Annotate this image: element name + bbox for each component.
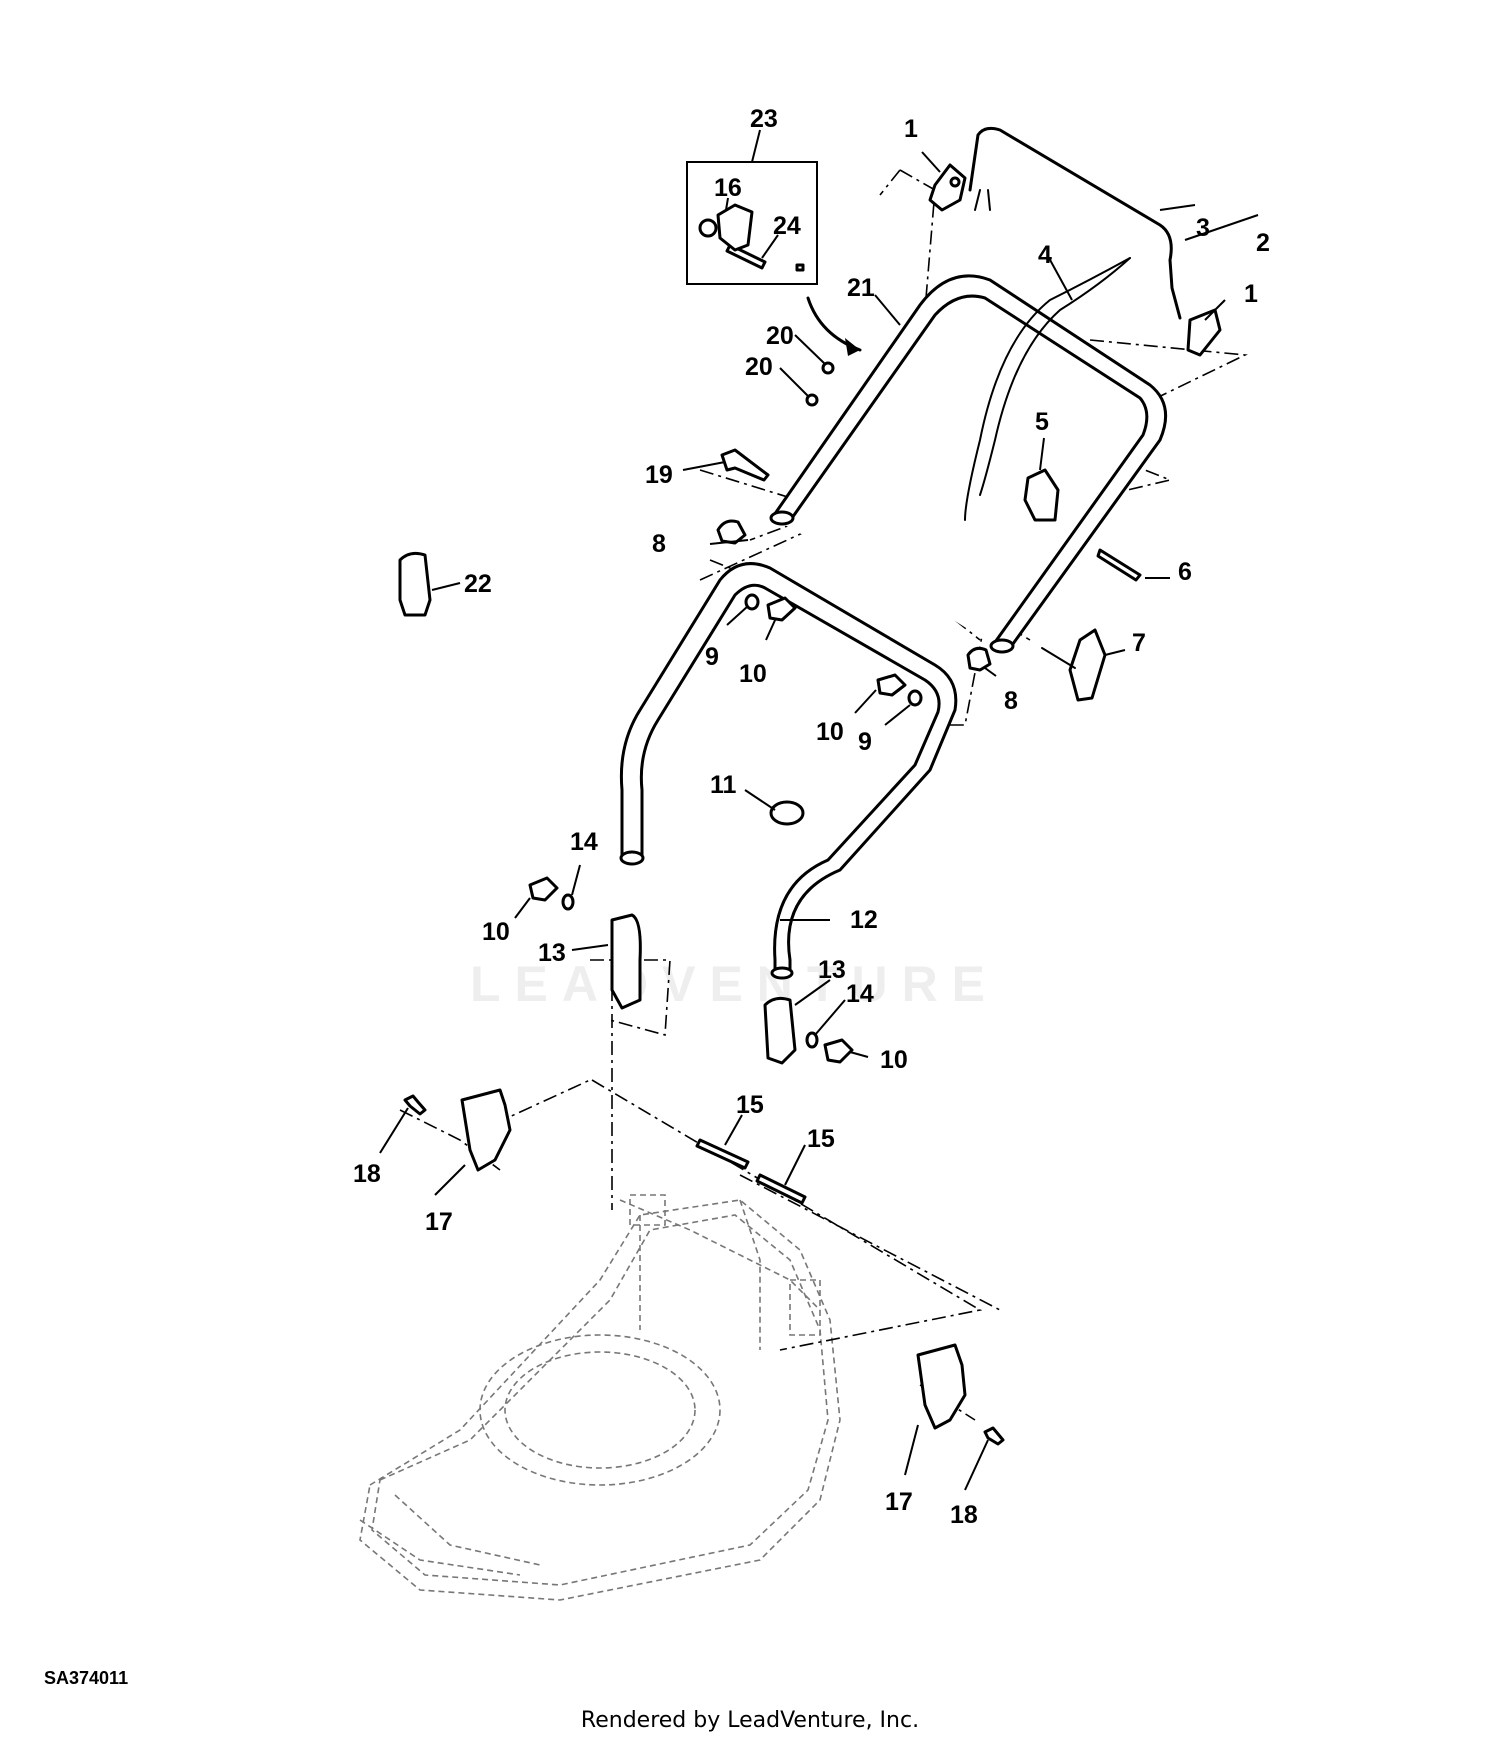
callout-1-top: 1 [904, 115, 918, 143]
part-10-knob-right [876, 673, 907, 697]
callout-10-right: 10 [816, 718, 844, 746]
footer-credit: Rendered by LeadVenture, Inc. [580, 1708, 920, 1733]
callout-13-right: 13 [818, 956, 846, 984]
callout-23: 23 [750, 105, 778, 133]
part-22-spacer [398, 551, 432, 617]
leader-lines [379, 129, 1259, 1491]
part-15-pin-right [755, 1173, 807, 1205]
mower-deck [359, 1194, 841, 1601]
control-cable [964, 257, 1131, 521]
callout-18-left: 18 [353, 1160, 381, 1188]
part-6-screw [1096, 548, 1142, 582]
part-16-nut [698, 218, 718, 238]
callout-20-lower: 20 [745, 353, 773, 381]
callout-18-right: 18 [950, 1501, 978, 1529]
callout-6: 6 [1178, 558, 1192, 586]
part-14-washer-left [561, 893, 575, 911]
callout-17-left: 17 [425, 1208, 453, 1236]
part-10-knob-lowleft [528, 876, 559, 902]
part-1-right [1186, 308, 1222, 357]
install-arrow [806, 296, 862, 352]
callout-10-lowleft: 10 [482, 918, 510, 946]
callout-15-left: 15 [736, 1091, 764, 1119]
part-17-bracket-right [916, 1343, 967, 1430]
arrow-head [845, 338, 860, 356]
callout-20-upper: 20 [766, 322, 794, 350]
callout-12: 12 [850, 906, 878, 934]
part-20-ball-lower [805, 393, 819, 407]
callout-10-left: 10 [739, 660, 767, 688]
part-15-pin-left [695, 1138, 750, 1170]
part-5-clip [1023, 468, 1060, 522]
kit-box-23 [686, 161, 818, 285]
callout-14-right: 14 [846, 980, 874, 1008]
callout-labels: 1 1 2 3 4 5 6 7 8 8 9 9 10 10 10 10 11 1… [353, 105, 1270, 1529]
watermark-text: LEADVENTURE [470, 956, 1000, 1012]
callout-5: 5 [1035, 408, 1049, 436]
part-14-washer-right [805, 1031, 819, 1049]
part-13-grip-left [610, 913, 642, 1010]
part-13-grip-right [763, 996, 797, 1065]
callout-4: 4 [1038, 241, 1052, 269]
part-20-ball-upper [821, 361, 835, 375]
part-10-knob-left [766, 596, 797, 622]
control-bar [968, 126, 1182, 320]
part-8-cap-left [716, 519, 747, 545]
callout-8-left: 8 [652, 530, 666, 558]
callout-17-right: 17 [885, 1488, 913, 1516]
callout-13-left: 13 [538, 939, 566, 967]
part-10-knob-lowright [823, 1038, 854, 1064]
part-11-tie [769, 800, 805, 826]
part-9-washer-left [744, 593, 760, 611]
part-17-bracket-left [460, 1088, 512, 1172]
callout-1-right: 1 [1244, 280, 1258, 308]
lower-handle [619, 562, 958, 980]
part-8-cap-right [966, 646, 992, 672]
callout-24: 24 [773, 212, 801, 240]
part-1-top [928, 163, 967, 212]
callout-22: 22 [464, 570, 492, 598]
callout-2: 2 [1256, 229, 1270, 257]
callout-15-right: 15 [807, 1125, 835, 1153]
diagram-code: SA374011 [44, 1668, 129, 1688]
part-7-latch [1041, 628, 1107, 702]
callout-10-lowright: 10 [880, 1046, 908, 1074]
callout-14-left: 14 [570, 828, 598, 856]
callout-8-right: 8 [1004, 687, 1018, 715]
callout-11: 11 [710, 771, 737, 799]
part-18-bolt-left [403, 1094, 427, 1116]
part-19-bolt [720, 448, 770, 482]
callout-21: 21 [847, 274, 875, 302]
callout-9-right: 9 [858, 728, 872, 756]
upper-handle [769, 274, 1168, 654]
callout-9-left: 9 [705, 643, 719, 671]
callout-16: 16 [714, 174, 742, 202]
callout-7: 7 [1132, 629, 1146, 657]
part-9-washer-right [907, 689, 923, 707]
callout-19: 19 [645, 461, 673, 489]
callout-3: 3 [1196, 214, 1210, 242]
part-18-bolt-right [983, 1426, 1005, 1446]
